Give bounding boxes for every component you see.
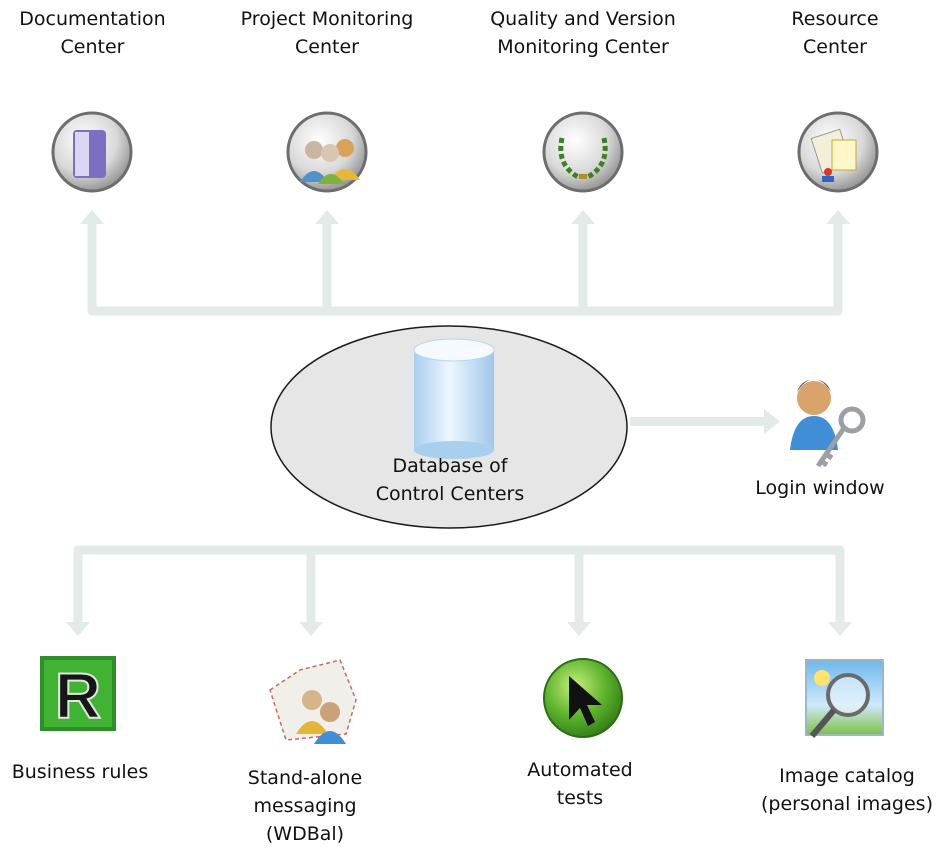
cursor-icon — [543, 658, 623, 738]
database-cylinder-icon — [413, 338, 495, 459]
quality-version-center-label: Quality and Version Monitoring Center — [488, 5, 678, 61]
messaging-label: Stand-alone messaging (WDBal) — [230, 764, 380, 848]
label-line: (personal images) — [761, 793, 933, 815]
business-rules-label: Business rules — [0, 758, 160, 786]
r-rules-icon: R — [40, 656, 116, 733]
project-monitoring-center-label: Project Monitoring Center — [232, 5, 422, 61]
top-connector — [87, 222, 843, 316]
bottom-connector — [73, 545, 845, 624]
login-window-label: Login window — [735, 474, 905, 502]
label-line: Documentation — [19, 8, 166, 30]
label-line: Center — [60, 36, 125, 58]
label-line: Database of — [392, 455, 508, 477]
documentation-center-label: Documentation Center — [10, 5, 175, 61]
laurel-icon — [542, 111, 624, 193]
label-line: Stand-alone — [247, 767, 363, 789]
resource-center-label: Resource Center — [760, 5, 910, 61]
resource-icon — [797, 111, 879, 193]
top-arrowheads — [80, 210, 850, 224]
label-line: tests — [556, 787, 604, 809]
database-label: Database of Control Centers — [330, 452, 570, 508]
label-line: Control Centers — [375, 483, 525, 505]
label-line: Project Monitoring — [240, 8, 414, 30]
magnifier-image-icon — [805, 659, 884, 738]
login-connector — [630, 409, 780, 434]
user-key-icon — [790, 379, 866, 468]
label-line: messaging — [253, 795, 357, 817]
bottom-arrowheads — [66, 622, 852, 636]
messaging-users-icon — [269, 659, 357, 744]
documentation-icon — [51, 111, 133, 193]
label-line: Quality and Version — [490, 8, 676, 30]
svg-text:R: R — [55, 660, 101, 732]
automated-tests-label: Automated tests — [505, 756, 655, 812]
label-line: Image catalog — [779, 765, 915, 787]
label-line: Resource — [791, 8, 879, 30]
label-line: Automated — [527, 759, 633, 781]
label-line: Center — [803, 36, 867, 58]
label-line: (WDBal) — [265, 823, 345, 845]
label-line: Monitoring Center — [497, 36, 669, 58]
label-line: Center — [295, 36, 359, 58]
label-line: Business rules — [11, 761, 149, 783]
team-icon — [286, 111, 368, 193]
label-line: Login window — [755, 477, 885, 499]
image-catalog-label: Image catalog (personal images) — [752, 762, 942, 818]
